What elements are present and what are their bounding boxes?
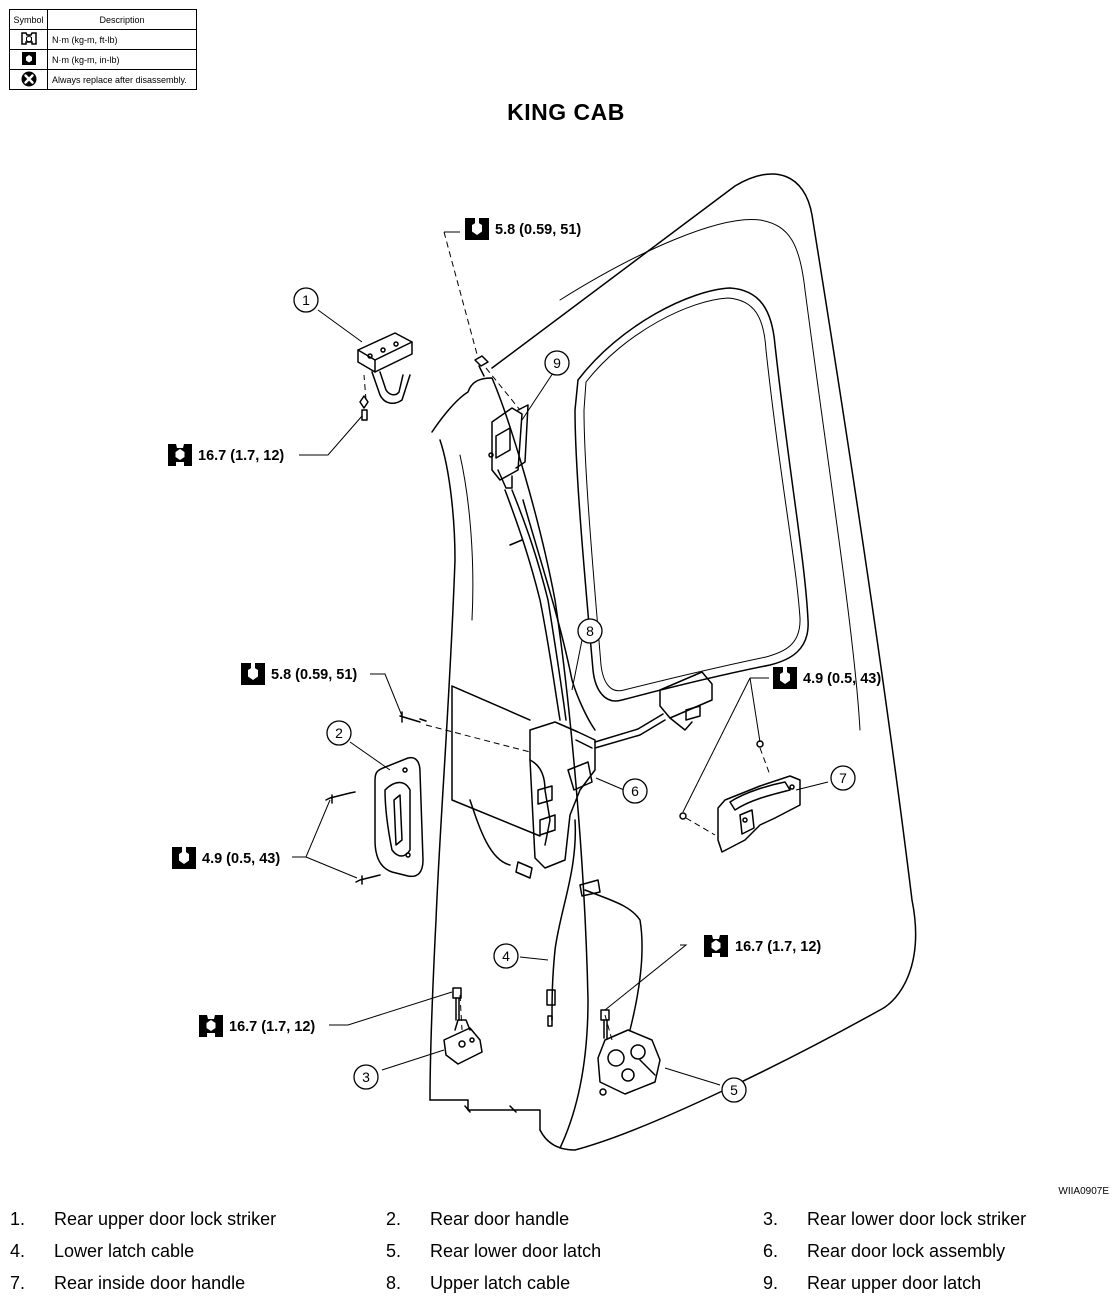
outside-handle-drawing bbox=[659, 671, 713, 731]
torque-label-door-handle: 4.9 (0.5, 43) bbox=[202, 851, 280, 867]
part-number: 8. bbox=[386, 1273, 402, 1293]
symbol-legend-table: Symbol Description N·m (kg-m, ft-lb) N·m… bbox=[9, 9, 197, 90]
torque-specs: 5.8 (0.59, 51) 16.7 (1.7, 12) 5.8 (0.59,… bbox=[168, 218, 881, 1037]
torque-label-lower-latch: 16.7 (1.7, 12) bbox=[735, 939, 821, 955]
part-label: Rear upper door lock striker bbox=[54, 1209, 277, 1229]
callout-9: 9 bbox=[553, 355, 561, 371]
part-label: Rear door lock assembly bbox=[807, 1241, 1006, 1261]
rear-upper-latch-drawing bbox=[474, 355, 529, 489]
callout-8: 8 bbox=[586, 623, 594, 639]
legend-description: Always replace after disassembly. bbox=[47, 69, 197, 90]
part-label: Rear lower door latch bbox=[430, 1241, 602, 1261]
callout-5: 5 bbox=[730, 1082, 738, 1098]
rear-door-handle-drawing bbox=[374, 756, 424, 878]
rear-door-lock-assembly-drawing bbox=[529, 721, 596, 869]
callout-3: 3 bbox=[362, 1069, 370, 1085]
part-number: 3. bbox=[763, 1209, 779, 1229]
torque-wrench-icon bbox=[199, 1015, 223, 1037]
part-number: 7. bbox=[10, 1273, 26, 1293]
door-front-edge bbox=[431, 377, 589, 1149]
callout-4: 4 bbox=[502, 948, 510, 964]
part-number: 4. bbox=[10, 1241, 26, 1261]
door-inner-edge bbox=[429, 439, 456, 1101]
callout-2: 2 bbox=[335, 725, 343, 741]
callout-7: 7 bbox=[839, 770, 847, 786]
torque-wrench-icon bbox=[704, 935, 728, 957]
rear-upper-striker-drawing bbox=[357, 332, 413, 421]
part-number: 6. bbox=[763, 1241, 779, 1261]
rear-lower-striker-drawing bbox=[443, 987, 483, 1065]
part-label: Rear lower door lock striker bbox=[807, 1209, 1027, 1229]
part-label: Rear door handle bbox=[430, 1209, 570, 1229]
rear-lower-door-latch-drawing bbox=[597, 1009, 661, 1096]
rear-inside-door-handle-drawing bbox=[679, 740, 801, 853]
window-glass bbox=[574, 287, 809, 702]
always-replace-icon bbox=[21, 71, 36, 86]
part-number: 2. bbox=[386, 1209, 402, 1229]
door-lock-exploded-view: 1 2 3 4 5 6 7 8 9 5.8 (0.59, 51) 16.7 (1… bbox=[168, 173, 917, 1151]
part-number: 5. bbox=[386, 1241, 402, 1261]
diagram-title: KING CAB bbox=[507, 99, 625, 125]
torque-wrench-icon bbox=[172, 847, 196, 869]
torque-wrench-icon bbox=[168, 444, 192, 466]
torque-label-inside-handle: 4.9 (0.5, 43) bbox=[803, 671, 881, 687]
legend-row: N·m (kg-m, in-lb) bbox=[9, 49, 197, 70]
torque-wrench-icon bbox=[465, 218, 489, 240]
part-label: Rear inside door handle bbox=[54, 1273, 246, 1293]
legend-row: Always replace after disassembly. bbox=[9, 69, 197, 90]
callouts: 1 2 3 4 5 6 7 8 9 bbox=[293, 287, 856, 1103]
torque-wrench-ft-lb-icon bbox=[20, 32, 37, 45]
torque-label-lock-assembly: 5.8 (0.59, 51) bbox=[271, 667, 357, 683]
torque-label-upper-striker: 16.7 (1.7, 12) bbox=[198, 448, 284, 464]
torque-label-lower-striker: 16.7 (1.7, 12) bbox=[229, 1019, 315, 1035]
torque-wrench-icon bbox=[773, 667, 797, 689]
callout-1: 1 bbox=[302, 292, 310, 308]
part-number: 1. bbox=[10, 1209, 26, 1229]
door-panel-outline bbox=[491, 173, 917, 1151]
part-label: Rear upper door latch bbox=[807, 1273, 982, 1293]
part-label: Upper latch cable bbox=[430, 1273, 571, 1293]
part-label: Lower latch cable bbox=[54, 1241, 195, 1261]
torque-label-upper-latch: 5.8 (0.59, 51) bbox=[495, 222, 581, 238]
torque-wrench-icon bbox=[241, 663, 265, 685]
figure-code: WIIA0907E bbox=[1058, 1186, 1109, 1197]
torque-wrench-in-lb-icon bbox=[21, 52, 36, 65]
callout-6: 6 bbox=[631, 783, 639, 799]
part-number: 9. bbox=[763, 1273, 779, 1293]
